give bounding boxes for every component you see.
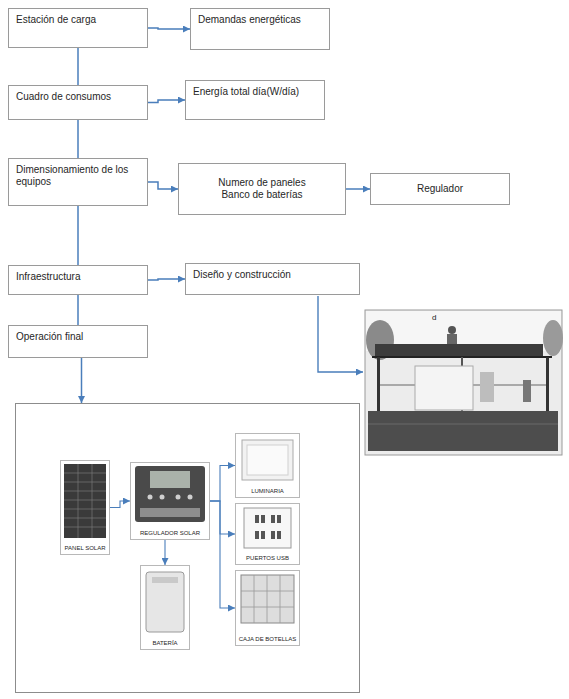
charge-controller-icon [160, 495, 165, 500]
node-text: REGULADOR SOLAR [140, 530, 200, 537]
usb-outlet-icon [277, 515, 281, 523]
battery-icon [152, 577, 178, 583]
usb-outlet-icon [271, 531, 275, 539]
component-box: CAJA DE BOTELLAS [235, 570, 300, 646]
connector [77, 295, 79, 325]
component-box: LUMINARIA [235, 433, 300, 498]
charge-controller-icon [140, 508, 200, 517]
station-photo [365, 310, 562, 455]
component-box: BATERÍA [140, 565, 190, 650]
process-box: Energía total día(W/día) [185, 80, 325, 120]
charge-controller-icon [135, 466, 205, 522]
process-box: Diseño y construcción [185, 263, 360, 295]
component-box: PUERTOS USB [235, 503, 300, 565]
node-text: Estación de carga [16, 14, 140, 26]
process-box: Operación final [8, 325, 148, 358]
process-box: Dimensionamiento de los equipos [8, 158, 148, 206]
component-box: REGULADOR SOLAR [130, 462, 210, 540]
usb-outlet-icon [255, 515, 259, 523]
connector [148, 28, 190, 29]
charge-controller-icon [176, 495, 181, 500]
process-box: Regulador [370, 173, 510, 205]
lamp-icon [242, 440, 293, 480]
connector [148, 182, 178, 189]
charge-controller-icon [150, 471, 190, 488]
lamp-icon [247, 445, 288, 475]
connector [148, 279, 185, 280]
bottle-box-icon [241, 575, 294, 623]
process-box: Demandas energéticas [190, 8, 330, 50]
charge-controller-icon [188, 495, 193, 500]
station-photo [377, 357, 380, 413]
solar-panel-icon [64, 464, 106, 538]
bottle-box-icon [241, 575, 294, 623]
station-photo [368, 424, 558, 425]
solar-panel-icon [64, 464, 106, 538]
charge-controller-icon [135, 466, 205, 522]
usb-outlet-icon [277, 531, 281, 539]
station-photo [480, 372, 494, 402]
usb-outlet-icon [261, 515, 265, 523]
process-box: Cuadro de consumos [8, 85, 148, 120]
charge-controller-icon [148, 495, 153, 500]
node-text: Operación final [16, 331, 140, 343]
node-text: Diseño y construcción [193, 269, 352, 281]
component-box: PANEL SOLAR [60, 460, 110, 555]
battery-icon [146, 572, 184, 632]
usb-outlet-icon [271, 515, 275, 523]
station-photo [448, 326, 456, 334]
connector [81, 358, 83, 403]
node-text: Cuadro de consumos [16, 91, 140, 103]
station-photo [546, 357, 549, 413]
station-photo [375, 344, 543, 356]
photo-label: d [432, 313, 436, 322]
process-box: Infraestructura [8, 265, 148, 295]
connector [77, 48, 79, 85]
connector [210, 501, 235, 534]
node-text: BATERÍA [152, 640, 177, 647]
connector [148, 100, 185, 103]
node-text: PUERTOS USB [246, 555, 289, 562]
connector [164, 540, 165, 565]
station-photo [523, 380, 531, 402]
usb-outlet-icon [255, 531, 259, 539]
station-photo [415, 366, 473, 410]
node-text: Numero de paneles [218, 177, 305, 189]
photo-leader [318, 296, 363, 372]
station-photo [365, 310, 563, 455]
node-text: Demandas energéticas [198, 14, 322, 26]
station-photo [368, 411, 558, 451]
usb-outlet-icon [261, 531, 265, 539]
node-text: Banco de baterías [221, 189, 302, 201]
node-text: Infraestructura [16, 271, 140, 283]
process-box: Numero de panelesBanco de baterías [178, 163, 346, 215]
group-box: PANEL SOLAR REGULADOR SOLAR BATERÍA LUMINAR… [15, 403, 360, 693]
battery-icon [146, 572, 184, 632]
station-photo [543, 320, 563, 356]
connector [77, 206, 79, 265]
connector [110, 501, 130, 508]
node-text: Regulador [417, 183, 463, 195]
photo-leader [318, 296, 363, 372]
station-photo [447, 334, 457, 344]
solar-panel-icon [64, 464, 106, 538]
node-text: LUMINARIA [251, 488, 284, 495]
usb-outlet-icon [244, 508, 291, 548]
connector [346, 188, 370, 190]
node-text: Energía total día(W/día) [193, 86, 317, 98]
node-text: CAJA DE BOTELLAS [239, 636, 297, 643]
connector [210, 501, 235, 608]
connector [210, 466, 235, 502]
connector [77, 120, 79, 158]
bottle-box-icon [241, 575, 294, 623]
lamp-icon [242, 440, 293, 480]
usb-outlet-icon [244, 508, 291, 548]
node-text: Dimensionamiento de los equipos [16, 164, 140, 188]
process-box: Estación de carga [8, 8, 148, 48]
node-text: PANEL SOLAR [64, 545, 105, 552]
